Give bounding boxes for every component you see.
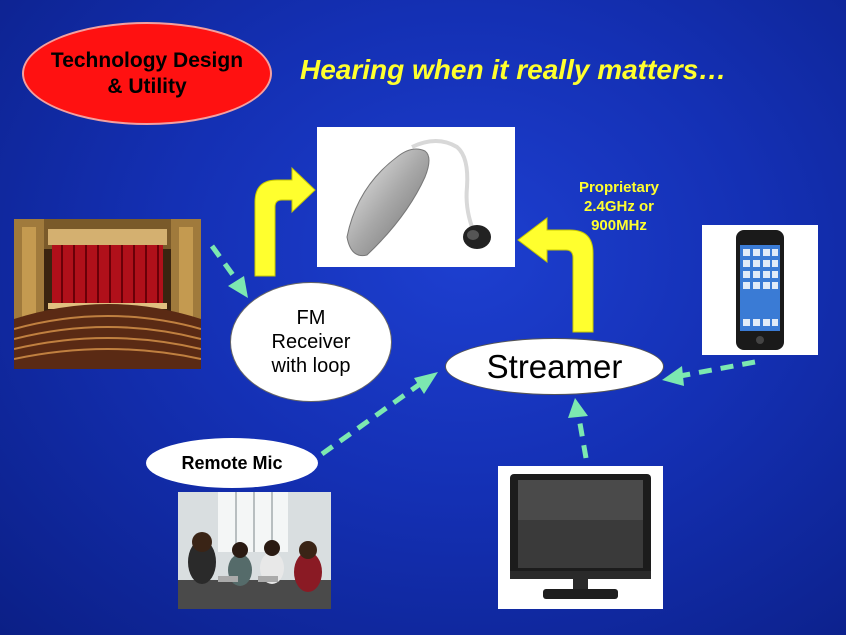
protocol-label: Proprietary 2.4GHz or 900MHz — [560, 178, 678, 235]
protocol-line-2: 2.4GHz or — [583, 198, 655, 215]
arrowhead-theater — [228, 276, 248, 298]
dashed-arrow-tv — [575, 411, 589, 459]
fm-line-1: FM — [296, 307, 326, 329]
remote-mic-label: Remote Mic — [181, 452, 283, 473]
badge-line-2: & Utility — [107, 74, 187, 98]
protocol-line-3: 900MHz — [591, 217, 647, 234]
meeting-photo — [178, 492, 331, 609]
streamer-label: Streamer — [486, 347, 623, 385]
arrowhead-phone — [662, 366, 684, 386]
fm-line-3: with loop — [271, 355, 351, 377]
topic-badge: Technology Design & Utility — [22, 22, 272, 125]
dashed-arrow-phone — [679, 359, 756, 379]
fm-line-2: Receiver — [271, 331, 351, 353]
yellow-arrow-to-hearing-aid — [254, 166, 316, 277]
hearing-aid-image — [317, 127, 515, 267]
remote-mic-node: Remote Mic — [146, 438, 318, 488]
theater-photo — [13, 219, 202, 369]
protocol-line-1: Proprietary — [578, 179, 660, 196]
yellow-arrow-from-streamer — [517, 216, 594, 333]
streamer-node: Streamer — [445, 338, 664, 395]
flat-tv-image — [498, 466, 663, 609]
fm-receiver-node: FM Receiver with loop — [230, 282, 392, 402]
smartphone-image — [702, 225, 818, 355]
badge-line-1: Technology Design — [50, 48, 244, 72]
dashed-arrow-remote — [320, 381, 422, 457]
dashed-arrow-theater — [209, 244, 241, 284]
arrowhead-tv — [568, 398, 588, 418]
arrowhead-remote — [414, 372, 438, 394]
slide-title: Hearing when it really matters… — [300, 54, 727, 85]
